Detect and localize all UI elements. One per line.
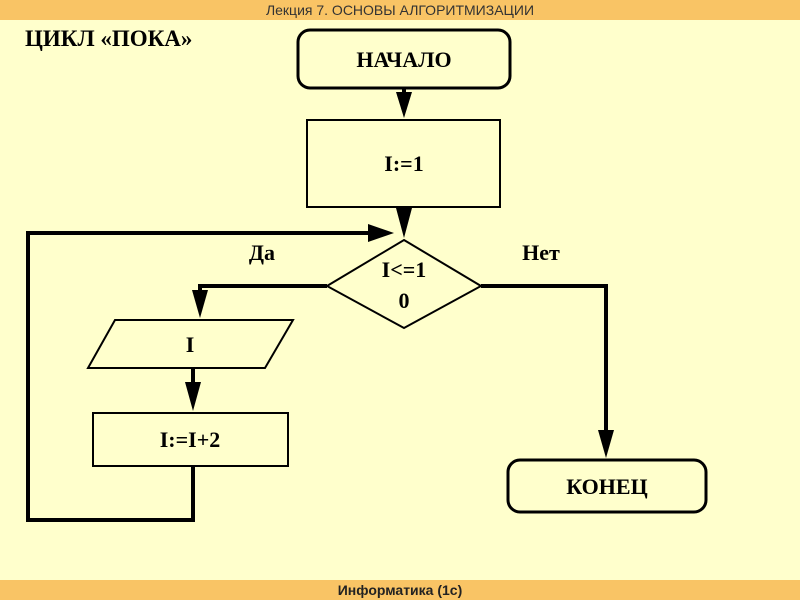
output-parallelogram [86,319,295,369]
arrowheads [185,92,614,458]
end-terminator [506,458,708,514]
arrow-down-icon [185,382,201,411]
start-label: НАЧАЛО [356,47,451,72]
yes-label: Да [249,240,275,265]
increment-process [92,412,289,467]
init-label: I:=1 [384,151,423,176]
slide-title: ЦИКЛ «ПОКА» [25,26,193,51]
slide-header: Лекция 7. ОСНОВЫ АЛГОРИТМИЗАЦИИ [0,0,800,20]
slide-footer: Информатика (1с) [0,580,800,600]
condition-label-line2: 0 [399,288,410,313]
arrow-down-icon [396,92,412,118]
arrow-down-icon [192,290,208,318]
increment-label: I:=I+2 [160,427,221,452]
output-label: I [186,332,195,357]
arrow-down-icon [396,208,412,238]
no-label: Нет [522,240,560,265]
condition-label-line1: I<=1 [382,257,427,282]
connector-lines [26,88,608,522]
arrow-right-icon [368,224,394,242]
end-label: КОНЕЦ [566,474,647,499]
condition-decision [324,238,484,330]
arrow-down-icon [598,430,614,458]
